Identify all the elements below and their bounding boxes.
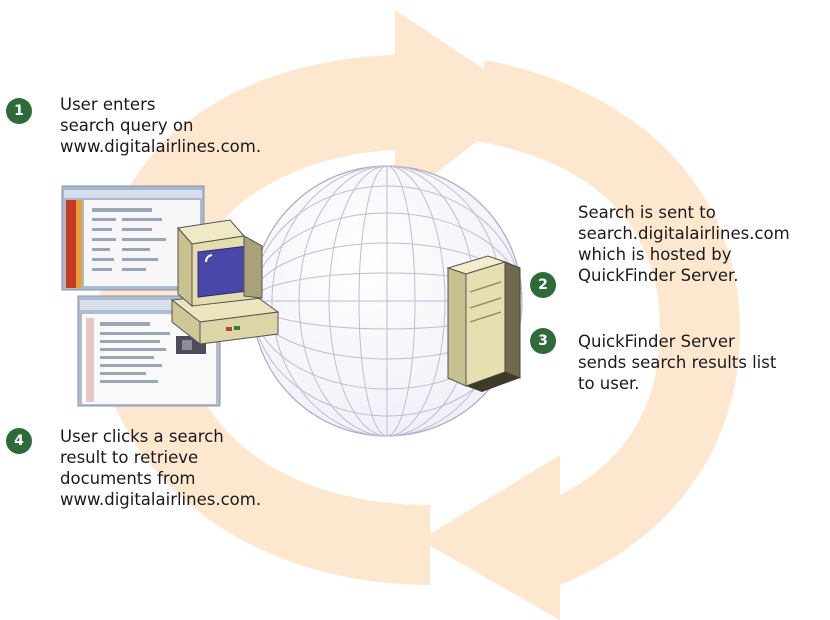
step-3-text: QuickFinder Server sends search results …	[578, 331, 776, 394]
step-1-line: search query on	[60, 116, 194, 135]
computer-icon	[170, 219, 280, 346]
step-4-line: www.digitalairlines.com.	[60, 490, 262, 509]
step-1-line: www.digitalairlines.com.	[60, 137, 262, 156]
step-2-line: QuickFinder Server.	[578, 266, 739, 285]
step-3-line: sends search results list	[578, 353, 777, 372]
step-4-line: documents from	[60, 469, 196, 488]
step-3-line: QuickFinder Server	[578, 332, 735, 351]
step-2-line: Search is sent to	[578, 203, 716, 222]
step-1-line: User enters	[60, 95, 156, 114]
step-2-line: which is hosted by	[578, 245, 732, 264]
step-2-badge: 2	[530, 272, 556, 298]
step-3-line: to user.	[578, 374, 640, 393]
step-2-line: search.digitalairlines.com	[578, 224, 790, 243]
step-1-badge: 1	[6, 98, 32, 124]
step-4-line: User clicks a search	[60, 427, 224, 446]
server-icon	[446, 255, 521, 392]
step-4-line: result to retrieve	[60, 448, 199, 467]
step-3-badge: 3	[530, 328, 556, 354]
step-4-badge: 4	[6, 428, 32, 454]
step-2-text: Search is sent to search.digitalairlines…	[578, 202, 790, 286]
step-1-text: User enters search query on www.digitala…	[60, 94, 261, 157]
step-4-text: User clicks a search result to retrieve …	[60, 426, 261, 510]
